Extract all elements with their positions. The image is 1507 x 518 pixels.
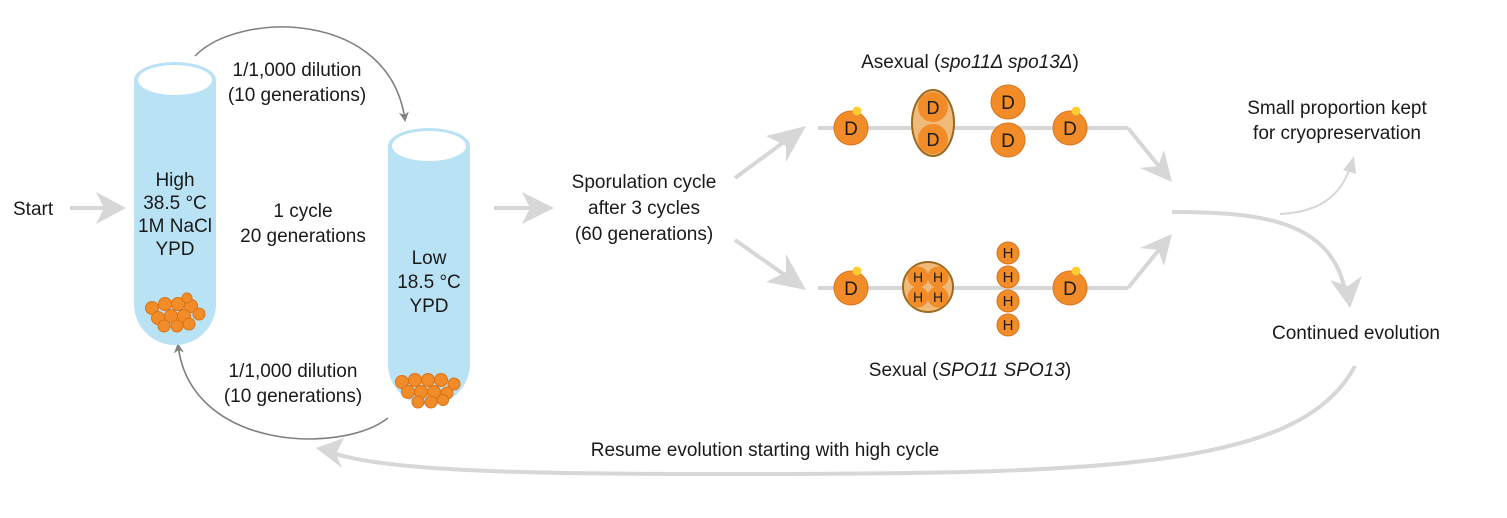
svg-text:D: D <box>1063 119 1077 140</box>
svg-text:D: D <box>844 119 858 140</box>
sexual-genotype: SPO11 SPO13 <box>938 360 1065 381</box>
low-tube-label-line: 18.5 °C <box>397 272 461 293</box>
low-tube-label-line: YPD <box>409 296 449 317</box>
cryopreservation-arrow <box>1279 156 1356 215</box>
sexual-title-suffix: ) <box>1064 360 1072 381</box>
high-tube-cell-pellet <box>145 292 206 333</box>
svg-text:H: H <box>933 289 943 305</box>
high-tube-label-line: 38.5 °C <box>143 193 207 214</box>
to-sexual-arrow <box>733 238 806 290</box>
cycle-label: 1 cycle 20 generations <box>222 199 384 249</box>
asexual-dyad-ascus: D D <box>911 89 955 157</box>
sexual-title-prefix: Sexual ( <box>868 360 939 381</box>
low-tube-cell-pellet <box>395 373 461 409</box>
high-tube-label-line: High <box>155 170 195 191</box>
high-tube-label: High 38.5 °C 1M NaCl YPD <box>128 169 222 261</box>
sexual-diploid-cell-2: D <box>1052 266 1088 306</box>
sexual-diploid-cell-1: D <box>833 266 869 306</box>
svg-text:H: H <box>913 269 923 285</box>
svg-text:D: D <box>1001 93 1015 114</box>
sexual-track <box>818 234 1172 290</box>
start-arrow <box>70 192 126 224</box>
continued-evolution-label: Continued evolution <box>1272 323 1440 344</box>
low-tube-label-line: Low <box>411 248 447 269</box>
asexual-diploid-cell-2: D <box>1052 106 1088 146</box>
svg-text:D: D <box>927 130 940 150</box>
svg-text:H: H <box>913 289 923 305</box>
top-dilution-label-line: 1/1,000 dilution <box>232 60 362 81</box>
asexual-title: Asexual (spo11Δ spo13Δ) <box>820 50 1120 75</box>
asexual-title-suffix: ) <box>1072 52 1079 73</box>
bottom-dilution-label-line: (10 generations) <box>223 386 363 407</box>
high-tube <box>134 62 216 345</box>
bottom-dilution-label: 1/1,000 dilution (10 generations) <box>208 359 378 409</box>
svg-text:H: H <box>1003 293 1014 310</box>
cryopreservation-label: Small proportion kept for cryopreservati… <box>1222 96 1452 146</box>
svg-text:D: D <box>1063 279 1077 300</box>
asexual-released-spores: D D <box>990 84 1026 158</box>
sporulation-label-line: after 3 cycles <box>588 198 700 219</box>
svg-text:D: D <box>844 279 858 300</box>
bottom-dilution-label-line: 1/1,000 dilution <box>228 361 358 382</box>
svg-text:H: H <box>1003 269 1014 286</box>
asexual-title-prefix: Asexual ( <box>861 52 941 73</box>
svg-text:D: D <box>1001 131 1015 152</box>
asexual-diploid-cell-1: D <box>833 106 869 146</box>
top-dilution-label-line: (10 generations) <box>227 85 367 106</box>
start-label: Start <box>13 199 54 220</box>
to-asexual-arrow <box>733 126 806 180</box>
bottom-dilution-arrow <box>173 343 389 440</box>
sexual-title: Sexual (SPO11 SPO13) <box>820 358 1120 383</box>
to-sporulation-arrow <box>494 192 554 224</box>
cryopreservation-label-line: Small proportion kept <box>1247 98 1427 119</box>
sporulation-label: Sporulation cycle after 3 cycles (60 gen… <box>554 170 734 248</box>
sporulation-label-line: Sporulation cycle <box>571 172 717 193</box>
top-dilution-label: 1/1,000 dilution (10 generations) <box>212 58 382 108</box>
svg-text:H: H <box>1003 245 1014 262</box>
low-tube-label: Low 18.5 °C YPD <box>384 247 474 319</box>
resume-evolution-label: Resume evolution starting with high cycl… <box>590 440 940 461</box>
sexual-haploid-spores: H H H H <box>996 241 1020 337</box>
high-tube-label-line: YPD <box>155 239 195 260</box>
low-tube <box>388 128 470 405</box>
sexual-tetrad-ascus: H H H H <box>902 261 954 313</box>
cycle-label-line: 1 cycle <box>273 201 333 222</box>
resume-arrow <box>316 365 1357 477</box>
high-tube-label-line: 1M NaCl <box>138 216 212 237</box>
asexual-genotype: spo11Δ spo13Δ <box>940 52 1073 73</box>
cycle-label-line: 20 generations <box>240 226 366 247</box>
svg-text:H: H <box>933 269 943 285</box>
sporulation-label-line: (60 generations) <box>574 224 714 245</box>
cryopreservation-label-line: for cryopreservation <box>1253 123 1421 144</box>
merge-arrow <box>1171 210 1362 308</box>
top-dilution-arrow <box>194 26 409 122</box>
svg-text:D: D <box>927 98 940 118</box>
svg-text:H: H <box>1003 317 1014 334</box>
